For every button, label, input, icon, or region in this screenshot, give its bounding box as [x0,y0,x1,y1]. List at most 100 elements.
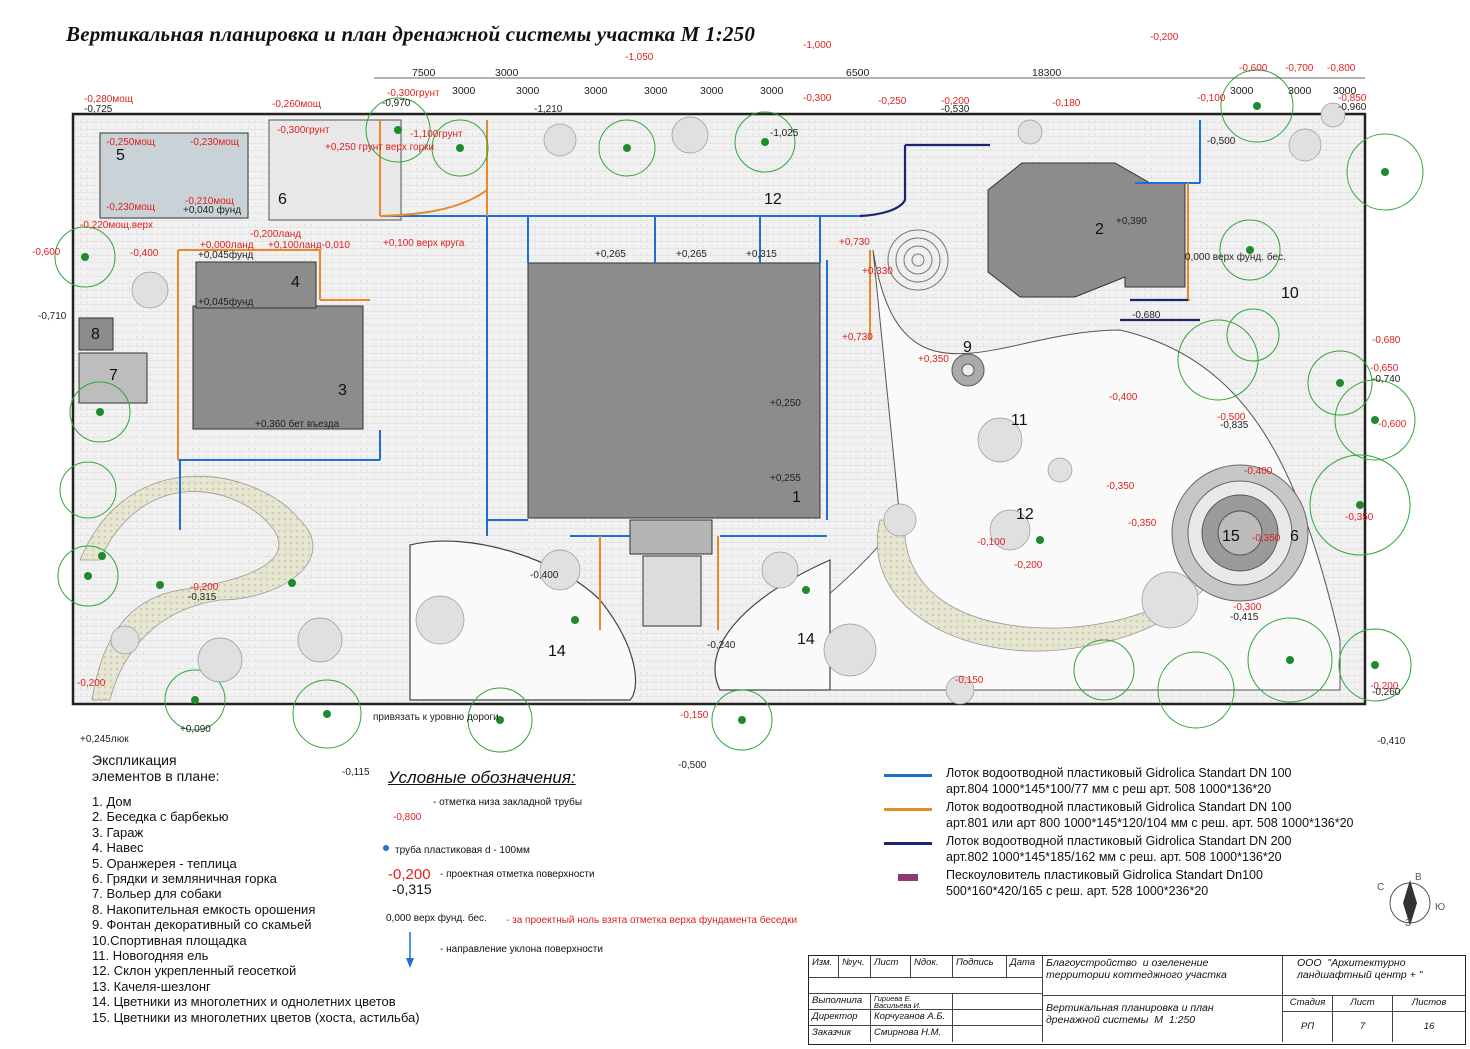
element-number-11: 11 [1011,412,1028,429]
stamp-sheet: 7 [1333,1012,1393,1042]
svg-text:-0,400: -0,400 [130,248,159,259]
sand-trap-swatch [898,874,918,881]
svg-text:+0,250: +0,250 [770,398,801,409]
legend-pipe: труба пластиковая d - 100мм [395,845,530,856]
stamp-header: Лист [871,956,911,978]
stamp-name: Корчуганов А.Б. [871,1010,953,1026]
flowerbed-14-east [714,559,831,691]
stamp-role: Директор [809,1010,871,1026]
svg-text:-0,280мощ: -0,280мощ [84,94,133,105]
svg-text:-0,500: -0,500 [1217,412,1246,423]
legend-surface-red: -0,200 [388,866,431,883]
dimension-label: 3000 [760,85,784,97]
dimension-label: 3000 [1333,85,1357,97]
dimension-label: 3000 [516,85,540,97]
svg-text:-0,315: -0,315 [188,592,217,603]
svg-text:-0,200ланд: -0,200ланд [250,229,301,240]
stamp-stage: РП [1283,1012,1333,1042]
svg-text:+0,250 грунт верх горки: +0,250 грунт верх горки [325,142,434,153]
compass-east: В [1415,872,1422,883]
svg-text:-0,800: -0,800 [1327,63,1356,74]
svg-text:+0,265: +0,265 [676,249,707,260]
element-number-9: 9 [963,339,972,356]
svg-text:привязать к уровню дороги: привязать к уровню дороги [373,712,499,723]
legend-surface-text: - проектная отметка поверхности [440,869,595,880]
svg-text:-0,970: -0,970 [382,98,411,109]
svg-text:-1,025: -1,025 [770,128,799,139]
svg-text:-0,230мощ: -0,230мощ [106,202,155,213]
svg-text:-0,500: -0,500 [678,760,707,771]
dimension-label: 18300 [1032,67,1061,79]
element-number-6: 6 [278,191,287,208]
stamp-header: Изм. [809,956,839,978]
svg-text:-0,200: -0,200 [1370,681,1399,692]
svg-text:-0,650: -0,650 [1370,363,1399,374]
svg-text:-0,400: -0,400 [1244,466,1273,477]
svg-text:-0,100: -0,100 [1197,93,1226,104]
element-number-15: 15 [1222,528,1240,545]
dimension-label: 6500 [846,67,870,79]
explication-list: 1. Дом 2. Беседка с барбекью 3. Гараж 4.… [92,794,420,1025]
svg-text:-0,210мощ: -0,210мощ [185,196,234,207]
svg-text:-0,300: -0,300 [1233,602,1262,613]
element-number-12: 12 [764,191,782,208]
explication-item: 4. Навес [92,840,144,856]
drainage-item: Лоток водоотводной пластиковый Gidrolica… [884,766,1354,797]
drain-line-swatch [884,842,932,845]
explication-item: 5. Оранжерея - теплица [92,855,237,871]
svg-text:+0,330: +0,330 [862,266,893,277]
svg-text:-0,400: -0,400 [530,570,559,581]
svg-text:-0,500: -0,500 [1207,136,1236,147]
svg-text:-0,400: -0,400 [1109,392,1138,403]
stamp-role: Заказчик [809,1026,871,1042]
svg-text:-0,410: -0,410 [1377,736,1406,747]
legend-pipe-mark: - отметка низа закладной трубы [433,797,583,808]
stamp-sheet-label: Лист [1333,996,1393,1012]
greenhouse-5 [99,132,249,219]
svg-text:+0,100 верх круга: +0,100 верх круга [383,238,465,249]
svg-text:+0,045фунд: +0,045фунд [198,296,254,308]
svg-text:-0,600: -0,600 [1239,63,1268,74]
svg-text:-0,835: -0,835 [1220,420,1249,431]
svg-text:+0,730: +0,730 [842,332,873,343]
title-block: Изм. №уч. Лист Nдок. Подпись Дата Выполн… [808,955,1466,1045]
svg-text:-0,600: -0,600 [32,247,61,258]
svg-text:-0,700: -0,700 [1285,63,1314,74]
dimension-label: 3000 [495,67,519,79]
svg-text:-1,210: -1,210 [534,104,563,115]
drainage-item: Пескоуловитель пластиковый Gidrolica Sta… [884,868,1354,899]
explication-item: 12. Склон укрепленный геосеткой [92,963,297,979]
legend-symbols [383,845,414,968]
svg-text:-0,260мощ: -0,260мощ [272,99,321,110]
explication-item: 11. Новогодняя ель [92,948,209,964]
garden-path-west [79,475,314,701]
svg-text:-0,740: -0,740 [1372,374,1401,385]
page-title: Вертикальная планировка и план дренажной… [66,22,756,46]
drainage-item: Лоток водоотводной пластиковый Gidrolica… [884,800,1354,831]
explication-item: 13. Качеля-шезлонг [92,978,211,994]
svg-text:-0,350: -0,350 [1106,481,1135,492]
svg-text:-0,850: -0,850 [1338,93,1367,104]
explication-item: 2. Беседка с барбекью [92,809,229,825]
explication-item: 8. Накопительная емкость орошения [92,901,316,917]
svg-text:-1,050: -1,050 [625,52,654,63]
svg-text:0,000 верх фунд. бес.: 0,000 верх фунд. бес. [1185,251,1286,263]
explication-item: 10.Спортивная площадка [92,932,247,948]
svg-text:-0,710: -0,710 [38,311,67,322]
dimension-label: 3000 [1230,85,1254,97]
compass-west: З [1405,918,1411,929]
pipe-icon [383,845,389,851]
dimension-label: 7500 [412,67,436,79]
legend-zero: 0,000 верх фунд. бес. [386,913,487,924]
svg-text:-0,600: -0,600 [1378,419,1407,430]
dimension-label: 3000 [700,85,724,97]
dimension-label: 3000 [1288,85,1312,97]
stamp-sheet-title: Вертикальная планировка и план дренажной… [1043,996,1283,1042]
element-number-1: 1 [792,489,801,506]
stamp-header: Подпись [953,956,1007,978]
svg-text:-0,530: -0,530 [941,104,970,115]
explication-item: 9. Фонтан декоративный со скамьей [92,917,312,933]
svg-text:+0,090: +0,090 [180,724,211,735]
explication-item: 6. Грядки и земляничная горка [92,871,277,887]
